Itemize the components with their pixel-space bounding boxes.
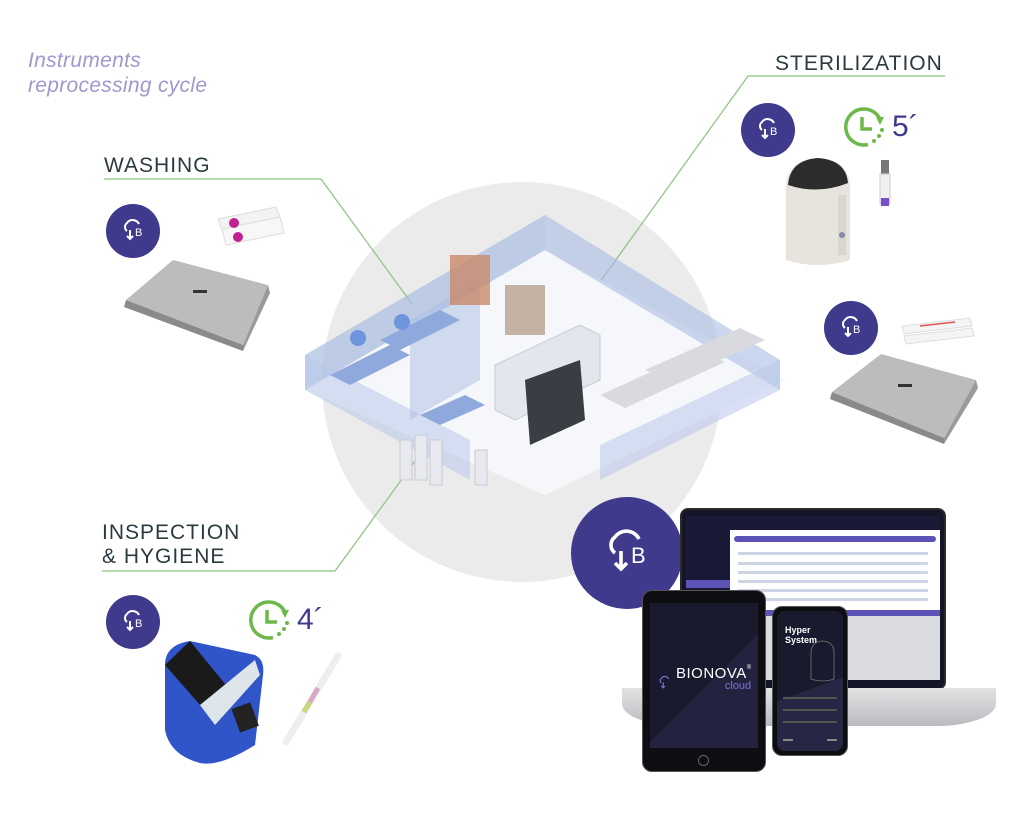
bionova-cloud-logo: BIONOVA® cloud xyxy=(656,665,751,692)
stool xyxy=(350,330,366,346)
washing-label: WASHING xyxy=(104,154,211,177)
desk-row xyxy=(645,328,765,382)
badge-letter: B xyxy=(135,618,142,630)
laptop-app-topbar xyxy=(686,516,940,530)
phone-title-line-1: Hyper xyxy=(785,625,811,635)
locker xyxy=(474,449,488,486)
tablet-screen: BIONOVA® cloud xyxy=(650,603,758,748)
front-left-wall xyxy=(305,355,470,480)
title-line-2: reprocessing cycle xyxy=(28,74,208,97)
inspection-label: INSPECTION & HYGIENE xyxy=(102,521,240,569)
sterilization-label: STERILIZATION xyxy=(775,52,943,75)
inspection-label-line-1: INSPECTION xyxy=(102,521,241,544)
sterilization-bionova-badge[interactable]: B xyxy=(741,103,795,157)
locker xyxy=(414,434,428,481)
phone-title-line-2: System xyxy=(785,635,818,645)
biological-indicator-vial xyxy=(879,160,891,206)
phone-device-outline-illustration xyxy=(810,640,835,682)
locker xyxy=(399,439,413,481)
sterilization-timer: 5´ xyxy=(842,105,919,149)
sterilization-connector-line xyxy=(586,75,945,301)
shelf-unit xyxy=(505,285,545,335)
sterilization-timer-value: 5´ xyxy=(892,110,919,143)
desk xyxy=(420,395,485,425)
tablet-brand-name: BIONOVA xyxy=(676,665,747,682)
title-line-1: Instruments xyxy=(28,49,142,72)
bionova-cloud-icon xyxy=(659,675,670,689)
phone-info-row xyxy=(783,709,837,711)
clock-timer-icon xyxy=(249,600,289,640)
bionova-cloud-icon: B xyxy=(124,219,142,241)
bionova-cloud-icon: B xyxy=(609,529,646,572)
front-right-wall xyxy=(600,360,780,480)
tablet-brand-sub: cloud xyxy=(724,680,752,692)
phone-back-nav[interactable] xyxy=(783,739,793,741)
bionova-cloud-icon: B xyxy=(759,118,777,140)
badge-letter: B xyxy=(631,543,646,568)
dark-cabinet xyxy=(525,360,585,445)
table-row xyxy=(738,562,928,565)
desk xyxy=(330,345,410,385)
phone-info-row xyxy=(783,697,837,699)
table-row xyxy=(738,598,928,601)
table-header-row xyxy=(738,552,928,555)
badge-letter: B xyxy=(853,324,860,336)
washing-connector-line xyxy=(104,178,413,305)
inspection-label-line-2: & HYGIENE xyxy=(102,545,226,568)
inspection-bionova-badge[interactable]: B xyxy=(106,595,160,649)
washing-indicator-strips xyxy=(217,206,285,246)
table-row xyxy=(738,580,928,583)
washing-bionova-badge[interactable]: B xyxy=(106,204,160,258)
diagram-title: Instruments reprocessing cycle xyxy=(28,48,207,98)
inner-partition xyxy=(410,280,480,420)
sidebar-active-item xyxy=(686,580,730,588)
hygiene-luminometer-device xyxy=(165,641,264,764)
content-header-bar xyxy=(734,536,936,542)
table-row xyxy=(738,589,928,592)
tablet: BIONOVA® cloud xyxy=(642,590,766,772)
phone-screen: Hyper System xyxy=(777,611,843,751)
washing-reader-device xyxy=(124,260,270,351)
phone-app-title: Hyper System xyxy=(785,625,817,645)
sterilization-incubator-device xyxy=(786,158,850,265)
phone-info-row xyxy=(783,721,837,723)
sterilization-indicator-strips xyxy=(901,317,975,345)
smartphone: Hyper System xyxy=(772,606,848,756)
inspection-timer: 4´ xyxy=(247,598,324,642)
hygiene-swab xyxy=(282,652,342,746)
shelf-unit xyxy=(450,255,490,305)
badge-letter: B xyxy=(135,227,142,239)
bionova-cloud-icon: B xyxy=(842,316,860,338)
cleanroom-floorplan-illustration xyxy=(305,215,785,495)
clock-timer-icon xyxy=(844,107,884,147)
inspection-timer-value: 4´ xyxy=(297,603,324,636)
bionova-cloud-icon: B xyxy=(124,610,142,632)
badge-letter: B xyxy=(770,126,777,138)
tablet-home-button[interactable] xyxy=(698,755,709,766)
locker xyxy=(429,439,443,486)
stool xyxy=(394,314,410,330)
phone-next-nav[interactable] xyxy=(827,739,837,741)
tablet-brand-registered: ® xyxy=(746,665,752,671)
bionova-cloud-main-badge[interactable]: B xyxy=(571,497,683,609)
sterilization-reader-bionova-badge[interactable]: B xyxy=(824,301,878,355)
table-row xyxy=(738,571,928,574)
desk xyxy=(380,310,460,350)
sterilization-reader-device xyxy=(830,354,978,444)
